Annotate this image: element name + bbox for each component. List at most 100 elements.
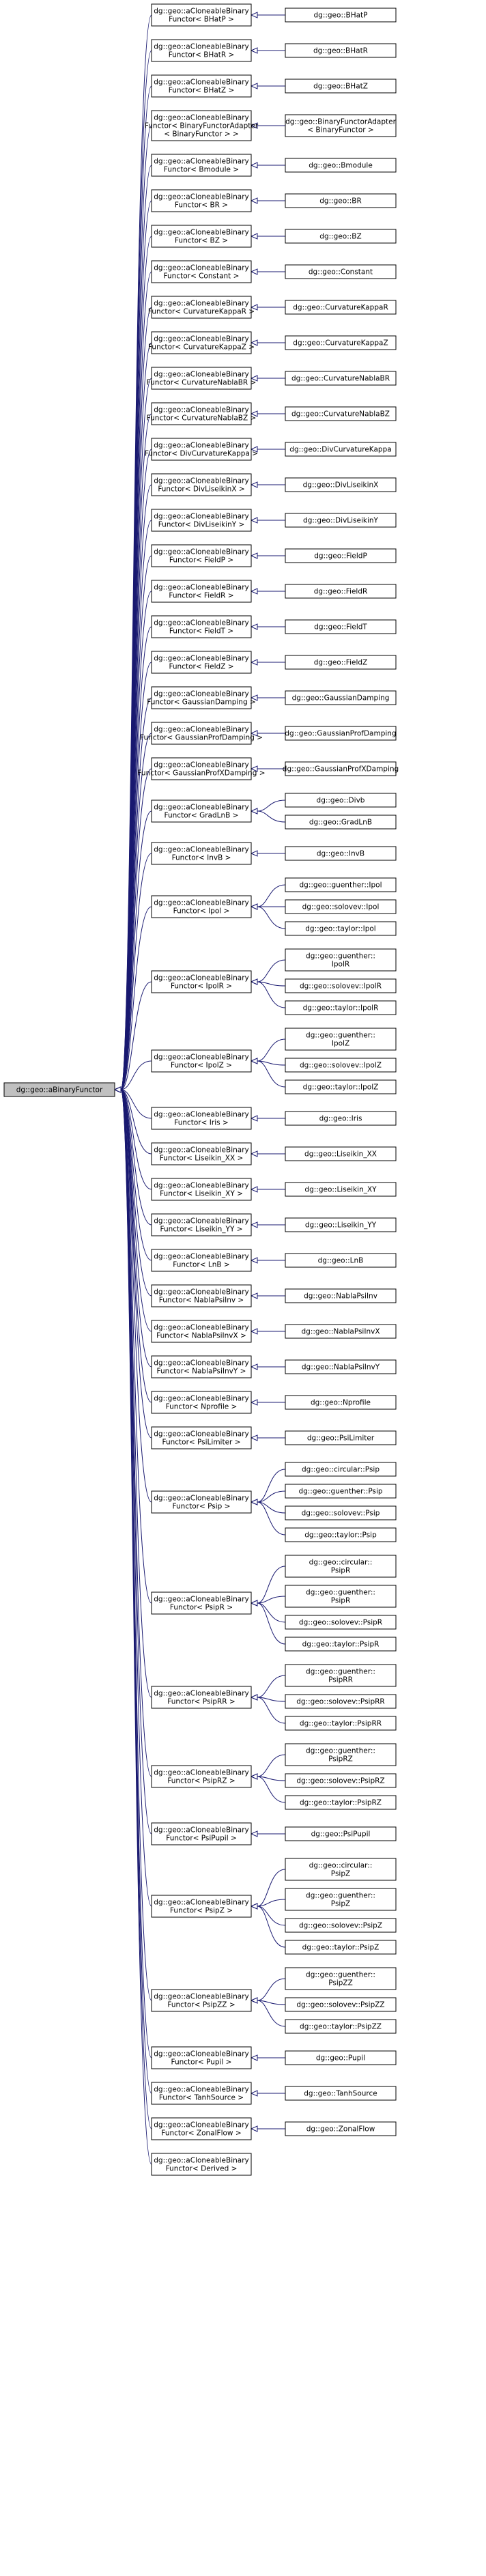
class-node-dg-geo-guenther-psiprz[interactable]: dg::geo::guenther::PsipRZ — [285, 1743, 397, 1766]
class-node-dg-geo-gaussianprofxdamping[interactable]: dg::geo::GaussianProfXDamping — [283, 761, 399, 776]
class-node-dg-geo-fieldt[interactable]: dg::geo::FieldT — [285, 619, 397, 634]
class-node-dg-geo-psipupil[interactable]: dg::geo::PsiPupil — [285, 1826, 397, 1841]
class-node-dg-geo-guenther-psipr[interactable]: dg::geo::guenther::PsipR — [285, 1585, 397, 1608]
class-node-dg-geo-invb[interactable]: dg::geo::InvB — [285, 846, 397, 861]
class-node-dg-geo-circular-psip[interactable]: dg::geo::circular::Psip — [285, 1462, 397, 1477]
class-node-dg-geo-liseikin-yy[interactable]: dg::geo::Liseikin_YY — [285, 1217, 397, 1232]
class-node-dg-geo-nablapsiinv[interactable]: dg::geo::NablaPsiInv — [285, 1288, 397, 1303]
class-node-dg-geo-bz[interactable]: dg::geo::BZ — [285, 229, 397, 244]
class-node-dg-geo-taylor-ipol[interactable]: dg::geo::taylor::Ipol — [285, 921, 397, 936]
class-node-dg-geo-curvaturekappaz[interactable]: dg::geo::CurvatureKappaZ — [285, 335, 397, 350]
class-node-dg-geo-zonalflow[interactable]: dg::geo::ZonalFlow — [285, 2121, 397, 2136]
class-node-dg-geo-divliseikinx[interactable]: dg::geo::DivLiseikinX — [285, 477, 397, 492]
class-node-dg-geo-guenther-psipzz[interactable]: dg::geo::guenther::PsipZZ — [285, 1967, 397, 1990]
class-node-dg-geo-lnb[interactable]: dg::geo::LnB — [285, 1253, 397, 1268]
class-node-dg-geo-divb[interactable]: dg::geo::Divb — [285, 793, 397, 808]
class-node-dg-geo-iris[interactable]: dg::geo::Iris — [285, 1111, 397, 1126]
class-node-dg-geo-binaryfunctoradapter-binaryfunctor[interactable]: dg::geo::BinaryFunctorAdapter< BinaryFun… — [285, 114, 397, 137]
class-node-dg-geo-curvaturekappar[interactable]: dg::geo::CurvatureKappaR — [285, 300, 397, 315]
class-node-dg-geo-bhatr[interactable]: dg::geo::BHatR — [285, 43, 397, 58]
class-node-dg-geo-br[interactable]: dg::geo::BR — [285, 193, 397, 208]
class-node-dg-geo-gradlnb[interactable]: dg::geo::GradLnB — [285, 815, 397, 830]
class-node-dg-geo-solovev-ipol[interactable]: dg::geo::solovev::Ipol — [285, 899, 397, 914]
class-node-dg-geo-taylor-psiprz[interactable]: dg::geo::taylor::PsipRZ — [285, 1795, 397, 1810]
class-node-dg-geo-guenther-ipol[interactable]: dg::geo::guenther::Ipol — [285, 877, 397, 892]
class-node-dg-geo-liseikin-xy[interactable]: dg::geo::Liseikin_XY — [285, 1182, 397, 1197]
class-node-dg-geo-solovev-psipr[interactable]: dg::geo::solovev::PsipR — [285, 1615, 397, 1630]
class-node-dg-geo-gaussiandamping[interactable]: dg::geo::GaussianDamping — [285, 690, 397, 705]
class-node-dg-geo-circular-psipr[interactable]: dg::geo::circular::PsipR — [285, 1555, 397, 1578]
class-node-dg-geo-fieldz[interactable]: dg::geo::FieldZ — [285, 655, 397, 670]
class-node-dg-geo-pupil[interactable]: dg::geo::Pupil — [285, 2050, 397, 2065]
class-node-dg-geo-solovev-psiprz[interactable]: dg::geo::solovev::PsipRZ — [285, 1773, 397, 1788]
class-node-dg-geo-curvaturenablabr[interactable]: dg::geo::CurvatureNablaBR — [285, 371, 397, 386]
class-node-dg-geo-nablapsiinvy[interactable]: dg::geo::NablaPsiInvY — [285, 1359, 397, 1374]
class-node-dg-geo-solovev-psip[interactable]: dg::geo::solovev::Psip — [285, 1505, 397, 1520]
class-node-dg-geo-solovev-ipolr[interactable]: dg::geo::solovev::IpolR — [285, 978, 397, 993]
class-node-dg-geo-constant[interactable]: dg::geo::Constant — [285, 264, 397, 279]
class-node-dg-geo-bhatz[interactable]: dg::geo::BHatZ — [285, 79, 397, 94]
class-node-dg-geo-taylor-psipzz[interactable]: dg::geo::taylor::PsipZZ — [285, 2019, 397, 2034]
class-node-dg-geo-curvaturenablabz[interactable]: dg::geo::CurvatureNablaBZ — [285, 406, 397, 421]
class-node-dg-geo-liseikin-xx[interactable]: dg::geo::Liseikin_XX — [285, 1146, 397, 1161]
class-node-dg-geo-solovev-psipz[interactable]: dg::geo::solovev::PsipZ — [285, 1918, 397, 1933]
class-node-dg-geo-taylor-psip[interactable]: dg::geo::taylor::Psip — [285, 1527, 397, 1542]
class-node-dg-geo-circular-psipz[interactable]: dg::geo::circular::PsipZ — [285, 1858, 397, 1881]
class-node-dg-geo-taylor-ipolz[interactable]: dg::geo::taylor::IpolZ — [285, 1079, 397, 1094]
class-node-dg-geo-taylor-psipr[interactable]: dg::geo::taylor::PsipR — [285, 1637, 397, 1652]
class-node-dg-geo-guenther-psiprr[interactable]: dg::geo::guenther::PsipRR — [285, 1664, 397, 1687]
class-node-dg-geo-nprofile[interactable]: dg::geo::Nprofile — [285, 1395, 397, 1410]
class-node-dg-geo-fieldr[interactable]: dg::geo::FieldR — [285, 584, 397, 599]
class-node-dg-geo-guenther-ipolr[interactable]: dg::geo::guenther::IpolR — [285, 948, 397, 972]
class-node-dg-geo-taylor-ipolr[interactable]: dg::geo::taylor::IpolR — [285, 1000, 397, 1015]
class-node-dg-geo-bhatp[interactable]: dg::geo::BHatP — [285, 8, 397, 23]
class-node-dg-geo-guenther-ipolz[interactable]: dg::geo::guenther::IpolZ — [285, 1028, 397, 1051]
class-node-dg-geo-solovev-psiprr[interactable]: dg::geo::solovev::PsipRR — [285, 1694, 397, 1709]
class-node-dg-geo-tanhsource[interactable]: dg::geo::TanhSource — [285, 2086, 397, 2101]
class-node-dg-geo-psilimiter[interactable]: dg::geo::PsiLimiter — [285, 1430, 397, 1445]
